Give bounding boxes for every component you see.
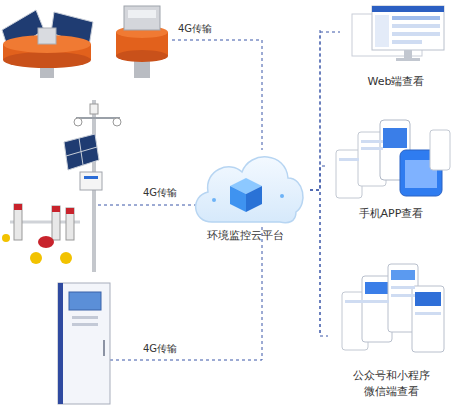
buoy-box [128,10,156,18]
connector-line [310,190,328,336]
monitor-stand [396,58,420,61]
buoy-body [3,52,91,68]
link-line [110,226,262,360]
water-sensor [66,208,74,214]
node-caption: 手机APP查看 [336,206,446,222]
float [30,252,42,264]
node-caption: Web端查看 [346,74,446,90]
cabinet-detail [72,316,98,319]
phone [412,286,444,352]
phone-screen [361,140,383,143]
connector-line [310,32,340,190]
monitor-content [392,40,422,44]
node-caption: 公众号和小程序 微信端查看 [349,368,433,400]
monitor-content [375,15,389,47]
phone-screen [361,147,383,150]
phone-screen [415,292,441,306]
float [2,234,10,242]
monitor-content [392,32,440,36]
phone-screen [415,312,441,315]
cube-icon [230,186,246,212]
phone-screen [365,282,389,294]
view-node: 手机APP查看 [328,112,454,222]
cloud-dot [212,198,216,202]
analyzer-cabinet [58,283,110,404]
cabinet-screen [69,292,101,310]
sensor-arm [76,117,120,119]
water-sensor [38,236,54,248]
phone-screen [391,294,415,297]
sensor [90,104,98,114]
water-sensor [14,204,22,210]
platform-node: 环境监控云平台 [180,138,310,244]
water-sensor [66,208,74,240]
cabinet-handle [103,340,105,356]
view-node: Web端查看 [340,0,452,90]
cabinet-detail [72,323,98,326]
connector-line [310,166,328,190]
solar-panel [64,134,99,170]
water-sensor [14,204,22,240]
transmission-label: 4G传输 [178,22,212,35]
solar-panel [66,147,97,156]
monitor-header [372,6,444,12]
buoy-body [116,50,168,62]
phone-screen [383,128,407,148]
phone-screen [365,300,389,303]
phone-screen [391,286,415,289]
monitor-content [392,24,440,28]
monitor-content [392,16,440,20]
transmission-label: 4G传输 [143,342,177,355]
monitor [372,6,444,50]
buoy-box [124,6,160,30]
phone-screen [391,270,415,280]
cloud-shape [196,157,303,223]
sensor [74,118,82,126]
link-line [172,40,262,150]
cube-icon [246,186,262,212]
water-sensor [52,206,60,240]
phone-screen [345,300,365,303]
float [60,252,72,264]
monitor-stand [404,50,412,58]
control-box [84,176,98,179]
phone [430,130,450,170]
cloud-dot [280,194,284,198]
control-box [80,172,102,190]
water-sensor [52,206,60,212]
phone-screen [339,158,359,161]
node-caption: 环境监控云平台 [185,228,305,244]
cabinet-stripe [58,283,63,404]
sensor [113,118,121,126]
view-node: 公众号和小程序 微信端查看 [328,258,454,400]
link-line [98,205,200,206]
buoy-box [38,28,56,44]
transmission-label: 4G传输 [143,186,177,199]
